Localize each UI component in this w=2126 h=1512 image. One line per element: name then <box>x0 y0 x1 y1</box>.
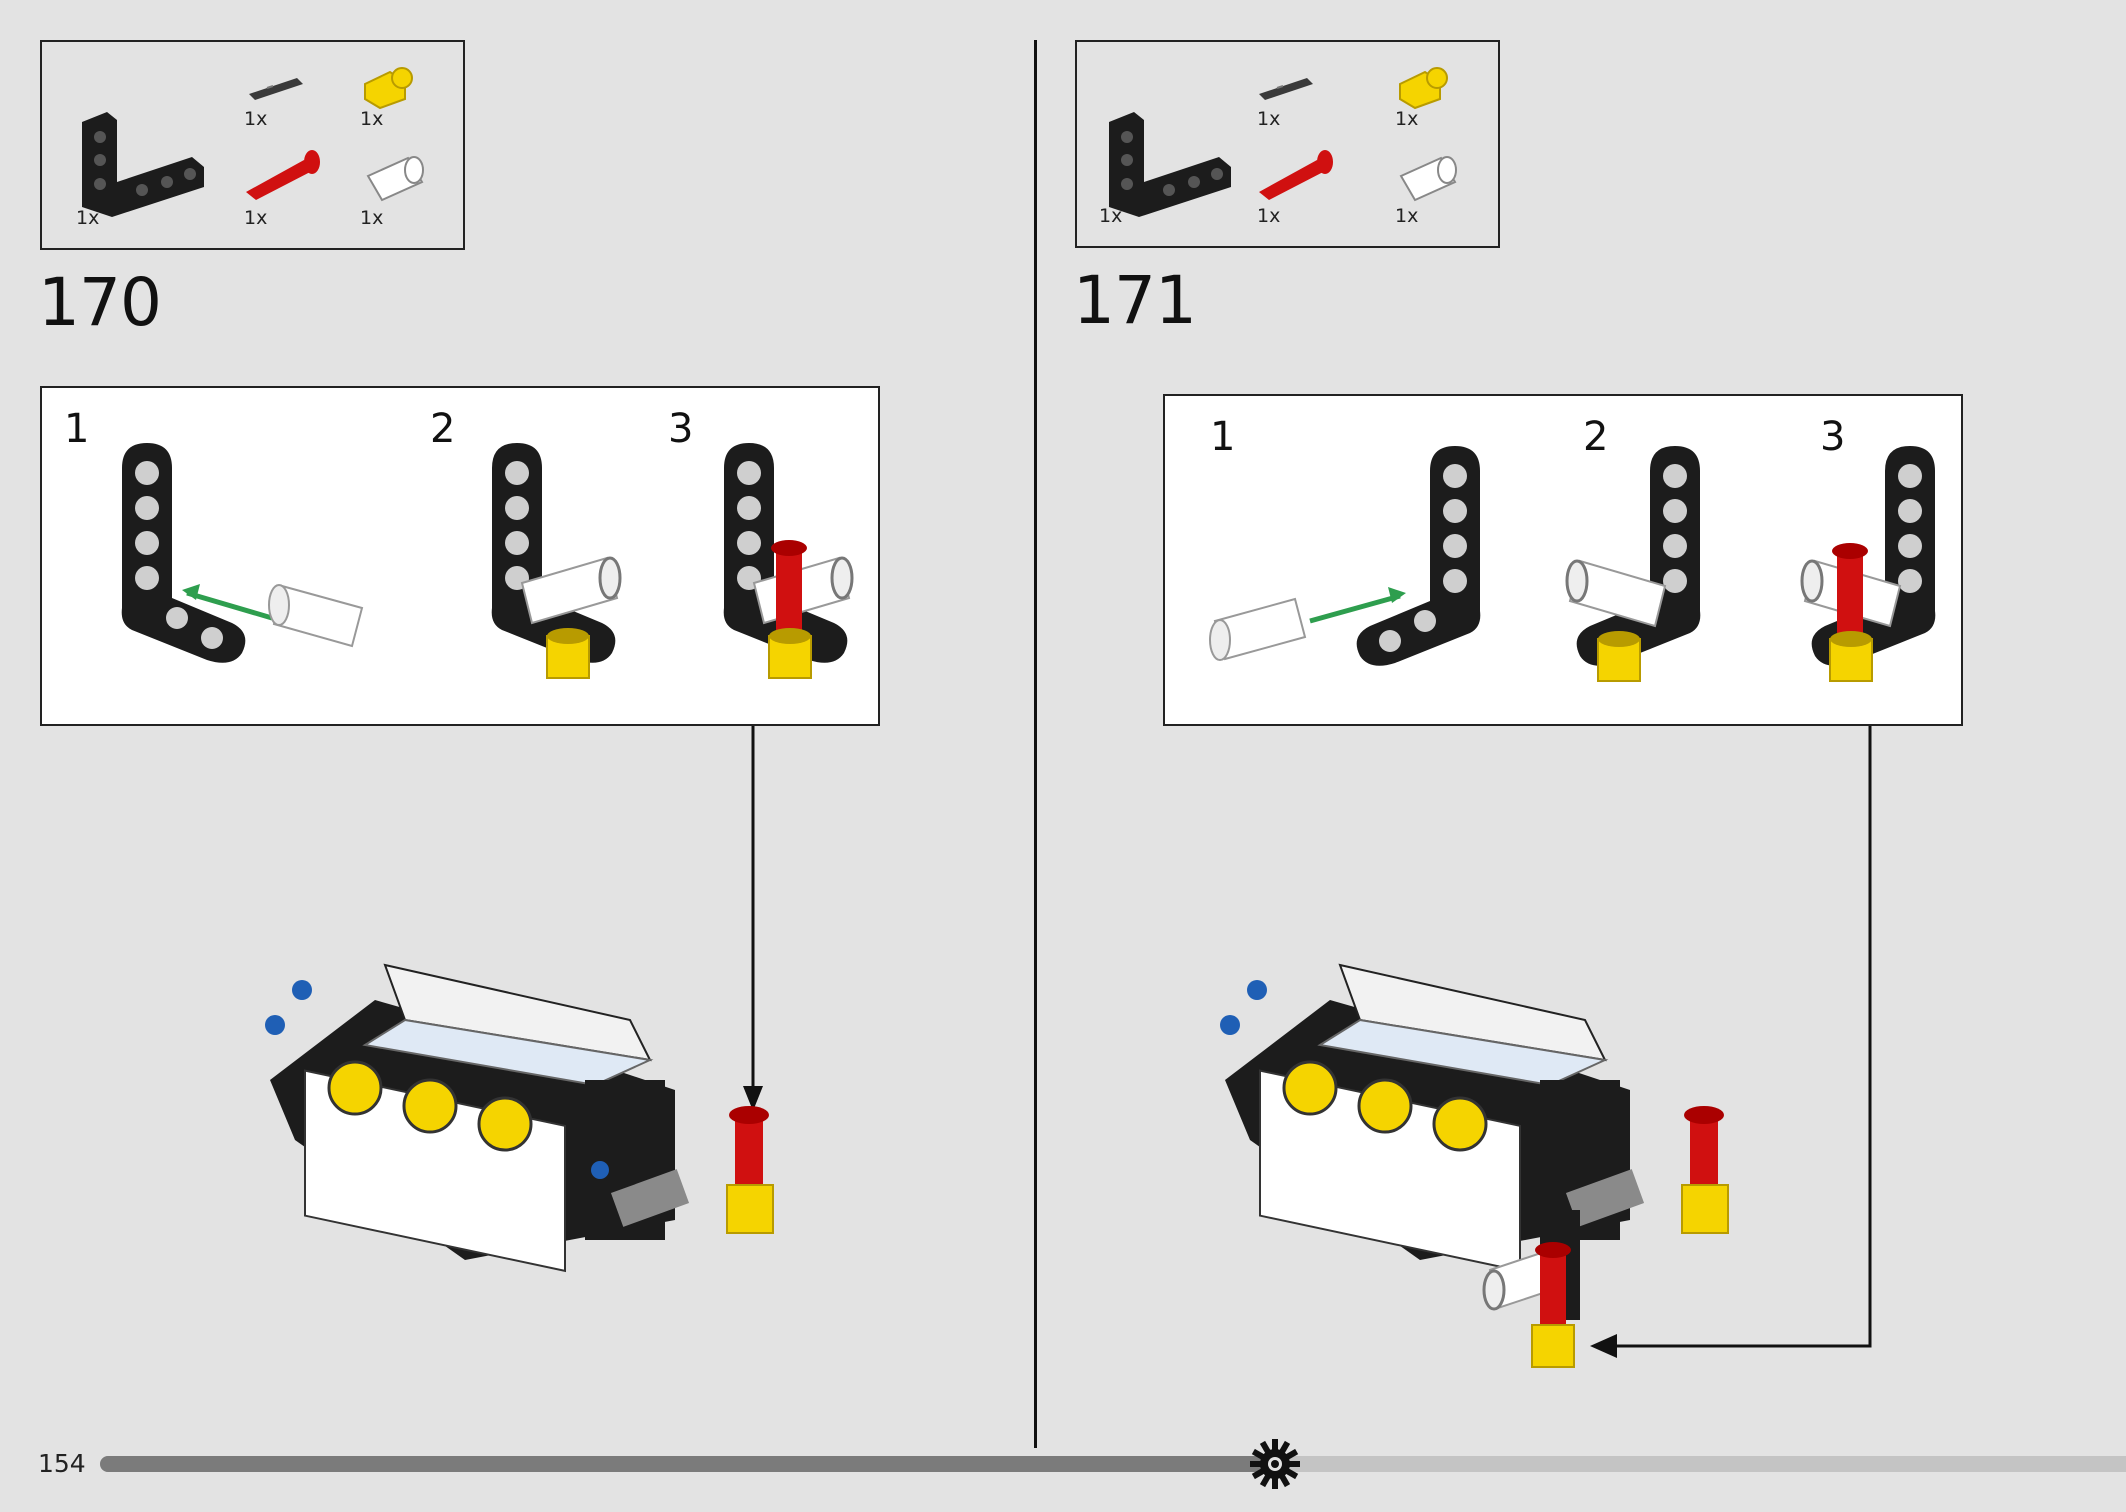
engine-assembly-illustration <box>265 963 774 1273</box>
part-qty: 1x <box>244 108 268 130</box>
substep-2-illustration <box>1565 446 1701 682</box>
substep-3-illustration <box>723 443 854 679</box>
part-qty: 1x <box>1257 205 1281 227</box>
part-tube-white-icon <box>1399 156 1457 202</box>
page-divider <box>1034 40 1037 1448</box>
substep-number: 3 <box>668 406 694 452</box>
substep-number: 1 <box>64 406 90 452</box>
part-qty: 1x <box>76 207 100 229</box>
part-qty: 1x <box>1257 108 1281 130</box>
part-bush-yellow-icon <box>364 67 413 110</box>
part-l-beam-icon <box>1109 112 1231 217</box>
gear-icon <box>1250 1439 1301 1489</box>
part-pin-red-icon <box>246 150 320 200</box>
part-bush-yellow-icon <box>1399 67 1448 110</box>
part-qty: 1x <box>244 207 268 229</box>
progress-fill <box>100 1456 1276 1472</box>
part-tube-white-icon <box>366 156 424 202</box>
part-axle-pin-icon <box>1259 78 1313 100</box>
parts-list-170: 1x 1x 1x 1x 1x <box>40 40 465 250</box>
callout-arrow <box>1590 726 1872 1358</box>
progress-bar <box>100 1456 2126 1472</box>
part-qty: 1x <box>360 207 384 229</box>
part-l-beam-icon <box>82 112 204 217</box>
substep-2-illustration <box>491 443 622 679</box>
sub-assembly-box-171: 1 2 3 <box>1163 394 1963 726</box>
engine-assembly-illustration <box>1220 963 1729 1368</box>
sub-assembly-box-170: 1 2 3 <box>40 386 880 726</box>
callout-arrow <box>743 726 763 1111</box>
part-axle-pin-icon <box>249 78 303 100</box>
substep-1-illustration <box>121 443 364 663</box>
part-pin-red-icon <box>1259 150 1333 200</box>
substep-3-illustration <box>1800 446 1936 682</box>
substep-1-illustration <box>1209 446 1481 666</box>
page-number: 154 <box>38 1449 86 1478</box>
step-number: 170 <box>38 264 162 341</box>
step-number: 171 <box>1073 262 1197 339</box>
part-qty: 1x <box>360 108 384 130</box>
substep-number: 3 <box>1820 414 1846 460</box>
part-qty: 1x <box>1395 205 1419 227</box>
part-qty: 1x <box>1099 205 1123 227</box>
parts-list-171: 1x 1x 1x 1x 1x <box>1075 40 1500 248</box>
part-qty: 1x <box>1395 108 1419 130</box>
substep-number: 1 <box>1210 414 1236 460</box>
substep-number: 2 <box>430 406 456 452</box>
substep-number: 2 <box>1583 414 1609 460</box>
